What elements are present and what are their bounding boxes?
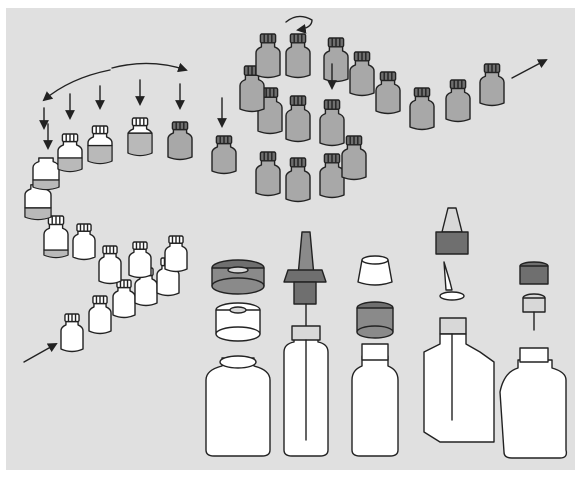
conveyor-bottle xyxy=(129,242,151,278)
conveyor-bottle xyxy=(89,296,111,334)
conveyor-bottle xyxy=(165,236,187,272)
conveyor-bottle xyxy=(61,314,83,352)
conveyor-bottle xyxy=(33,158,59,190)
conveyor-bottle xyxy=(99,246,121,284)
conveyor-bottle xyxy=(113,280,135,318)
conveyor-bottle xyxy=(73,224,95,260)
